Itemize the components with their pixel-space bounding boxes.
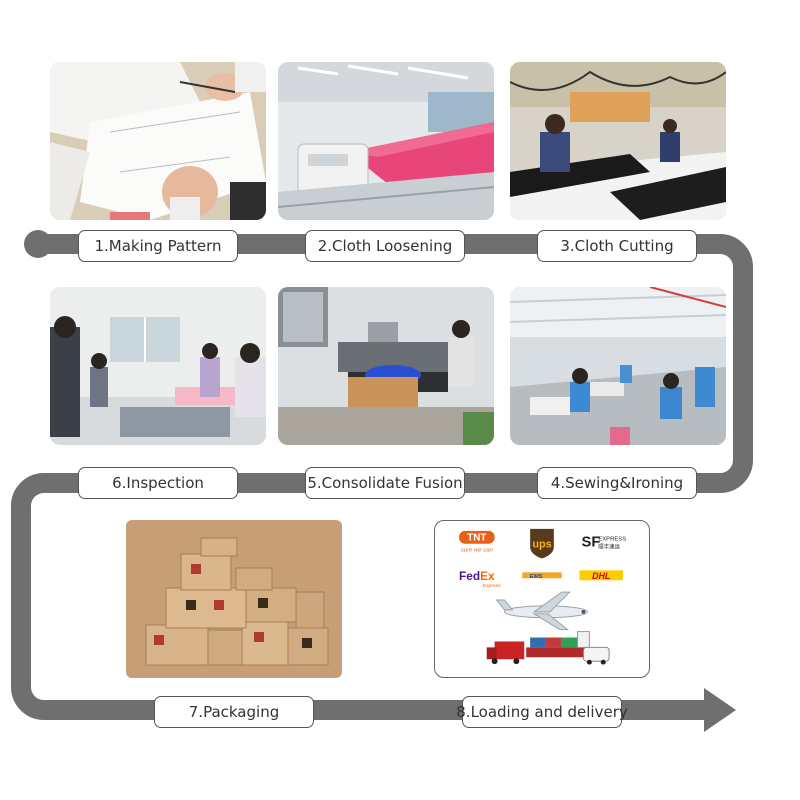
photo-cloth-cutting [510,62,726,220]
dhl-logo-text: DHL [592,571,610,581]
sf-logo-text: SF [581,535,600,551]
airplane-icon [495,591,588,631]
photo-consolidate-fusion [278,287,494,445]
photo-cloth-loosening [278,62,494,220]
svg-text:FedEx: FedEx [459,569,495,583]
step-label-sewing-ironing: 4.Sewing&Ironing [537,467,697,499]
carrier-logos-panel: TNT sure we can ups SF EXPRESS 顺丰速运 FedE… [434,520,650,678]
step-label-packaging: 7.Packaging [154,696,314,728]
photo-packaging [126,520,342,678]
tnt-logo-text: TNT [467,533,486,544]
ups-logo: ups [530,528,554,559]
ups-logo-text: ups [532,539,551,551]
sf-chinese-text: 顺丰速运 [598,543,620,551]
step-label-making-pattern: 1.Making Pattern [78,230,238,262]
tnt-tagline: sure we can [461,548,494,554]
photo-making-pattern [50,62,266,220]
ship-icon [526,631,596,658]
flow-end-arrow [704,688,736,732]
ems-logo: EMS [522,572,562,580]
photo-inspection [50,287,266,445]
step-label-cloth-cutting: 3.Cloth Cutting [537,230,697,262]
step-label-cloth-loosening: 2.Cloth Loosening [305,230,465,262]
fedex-ex-text: Ex [480,569,495,583]
sf-express-text: EXPRESS [598,537,626,543]
step-label-consolidate-fusion: 5.Consolidate Fusion [305,467,465,499]
flow-start-dot [24,230,52,258]
step-label-inspection: 6.Inspection [78,467,238,499]
fedex-fed-text: Fed [459,569,480,583]
dhl-logo: DHL [579,570,623,581]
sf-express-logo: SF EXPRESS 顺丰速运 [581,535,626,551]
van-icon [582,646,610,665]
fedex-logo: FedEx Express [459,569,501,589]
fedex-sub-text: Express [483,583,501,589]
tnt-logo: TNT sure we can [459,530,495,554]
ems-logo-text: EMS [530,574,543,580]
photo-sewing-ironing [510,287,726,445]
truck-icon [486,641,525,665]
step-label-loading-delivery: 8.Loading and delivery [456,696,628,728]
